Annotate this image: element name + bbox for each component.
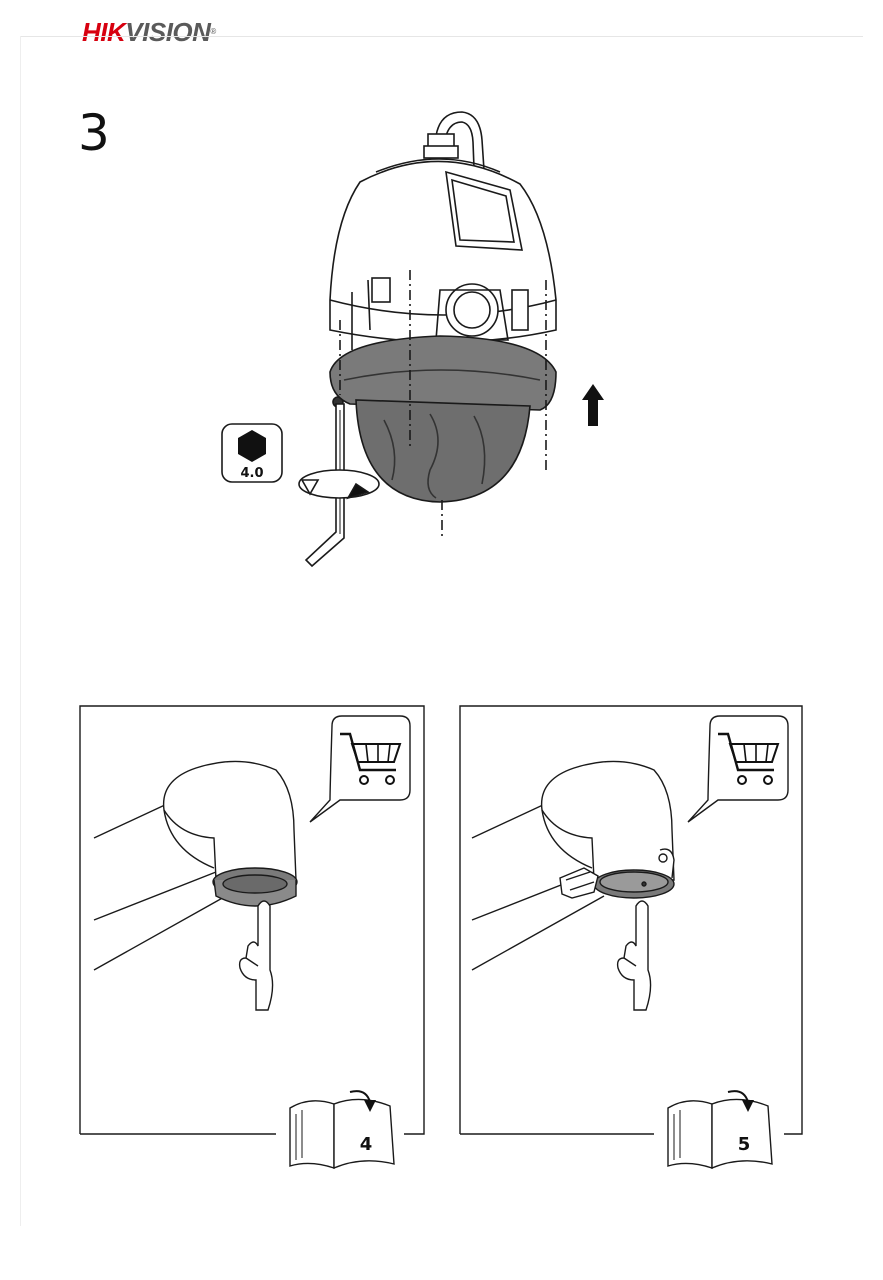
- rotate-arrow-icon: [299, 470, 379, 498]
- tool-size-label: 4.0: [240, 466, 263, 481]
- hand-pointing-icon: [240, 901, 273, 1010]
- page-ref-label: 4: [360, 1134, 373, 1155]
- cart-icon: [688, 716, 788, 822]
- page-ref-label: 5: [738, 1134, 751, 1155]
- book-icon: 5: [668, 1091, 772, 1168]
- hex-size-badge: 4.0: [222, 424, 282, 482]
- cart-icon: [310, 716, 410, 822]
- up-arrow-icon: [582, 384, 604, 426]
- hand-pointing-icon: [618, 901, 651, 1010]
- book-icon: 4: [290, 1091, 394, 1168]
